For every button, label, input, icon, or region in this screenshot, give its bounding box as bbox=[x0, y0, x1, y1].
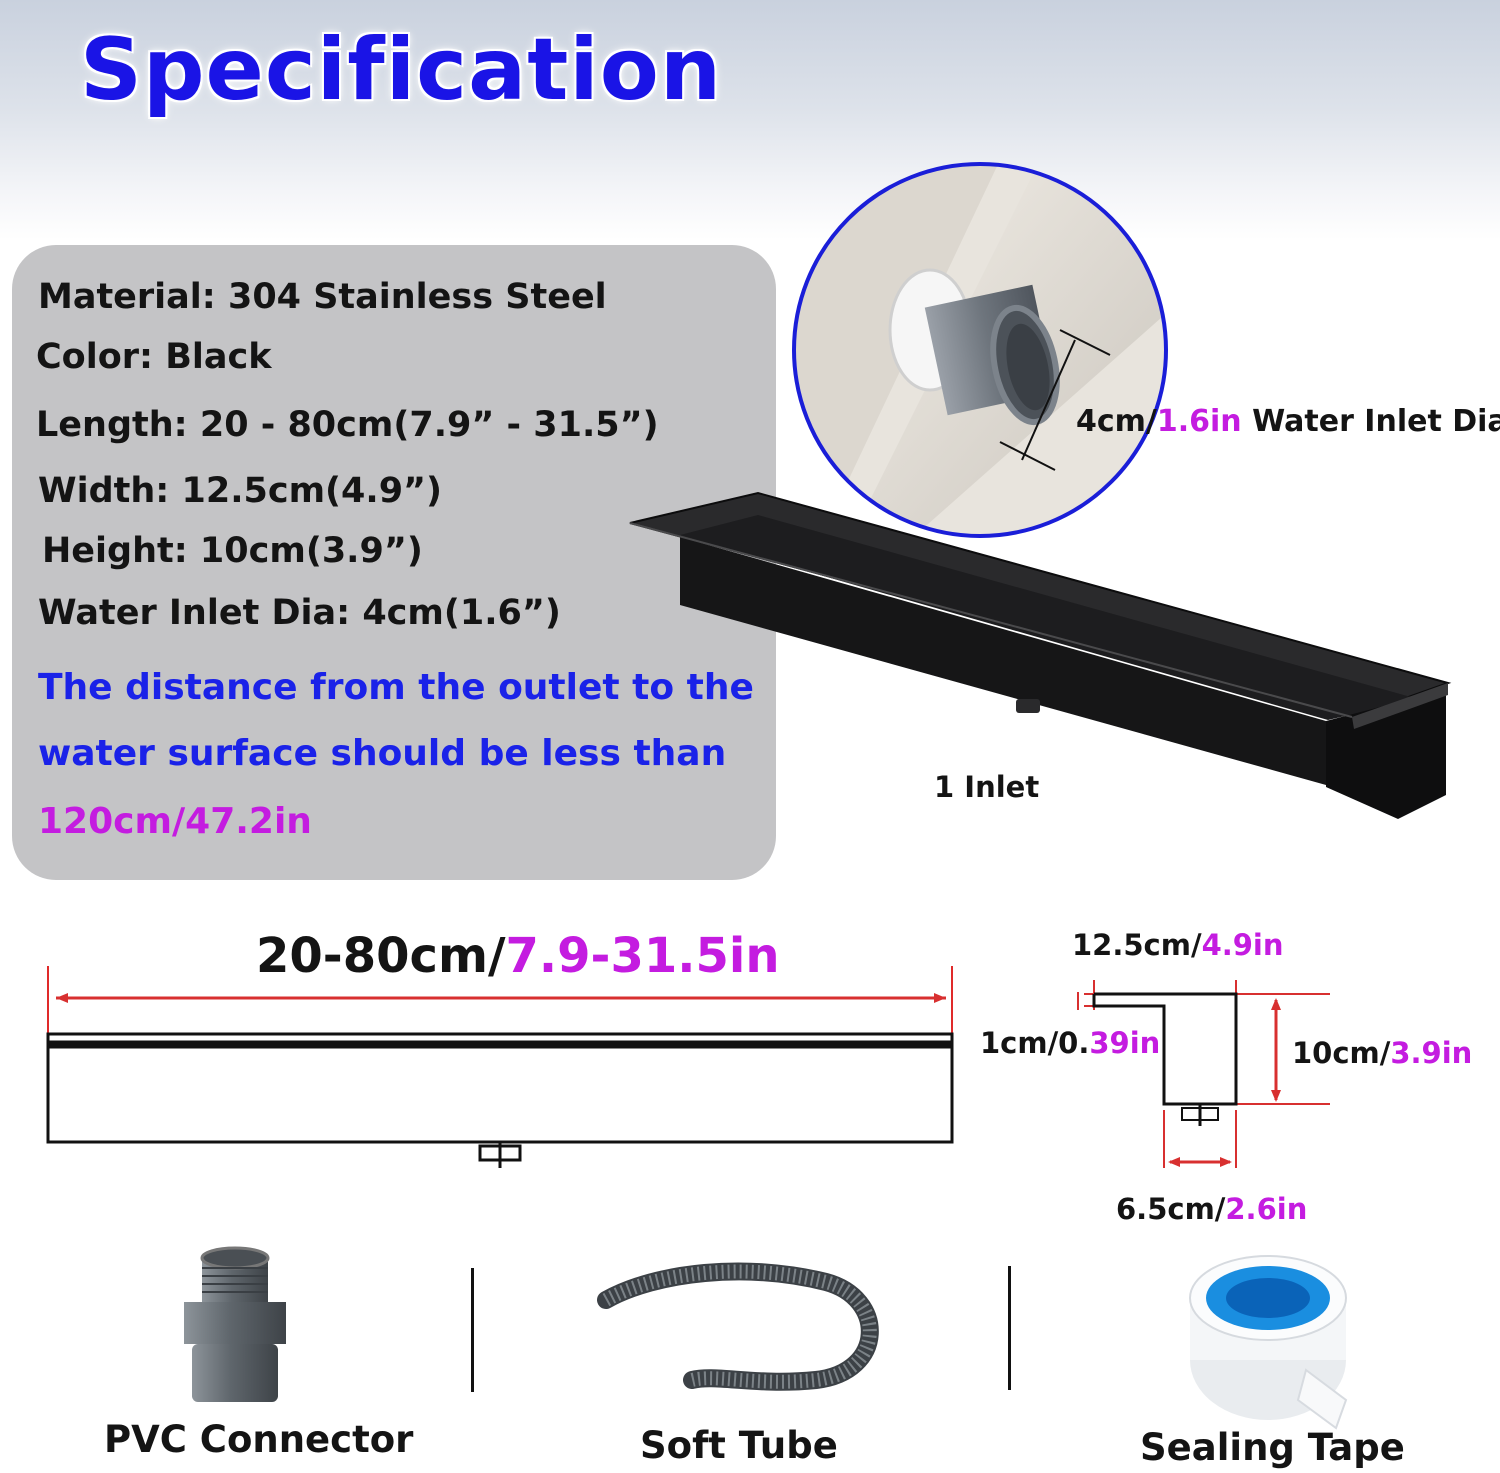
accessory-label-pvc: PVC Connector bbox=[104, 1418, 414, 1461]
height-in: 3.9in bbox=[1390, 1036, 1473, 1070]
lip-in: 39in bbox=[1089, 1026, 1161, 1060]
height-dimension-label: 10cm/3.9in bbox=[1292, 1036, 1472, 1070]
inlet-dia-label: Water Inlet Dia bbox=[1241, 404, 1500, 439]
accessory-label-tape: Sealing Tape bbox=[1140, 1426, 1405, 1469]
water-blade-product bbox=[629, 491, 1452, 819]
note-line-3: 120cm/47.2in bbox=[38, 801, 312, 842]
length-cm: 20-80cm/ bbox=[256, 928, 506, 984]
note-line-1: The distance from the outlet to the bbox=[38, 667, 754, 708]
inlet-dia-callout: 4cm/1.6in Water Inlet Dia bbox=[1076, 404, 1500, 439]
length-in: 7.9-31.5in bbox=[505, 928, 780, 984]
width-dimension-label: 12.5cm/4.9in bbox=[1072, 928, 1284, 962]
inlet-zoom-illustration bbox=[792, 162, 1168, 538]
side-profile-diagram bbox=[1077, 980, 1330, 1168]
inlet-dia-in: 1.6in bbox=[1156, 404, 1242, 439]
sealing-tape-icon bbox=[1189, 1255, 1348, 1430]
accessory-divider-2 bbox=[1008, 1266, 1011, 1390]
width-cm: 12.5cm/ bbox=[1072, 928, 1202, 962]
length-dimension-label: 20-80cm/7.9-31.5in bbox=[256, 928, 780, 984]
spec-width: Width: 12.5cm(4.9”) bbox=[38, 471, 443, 511]
soft-tube-icon bbox=[597, 1262, 879, 1391]
lip-cm: 1cm/0. bbox=[980, 1026, 1090, 1060]
accessory-label-tube: Soft Tube bbox=[640, 1424, 838, 1467]
spec-material: Material: 304 Stainless Steel bbox=[38, 277, 607, 317]
body-width-dimension-label: 6.5cm/2.6in bbox=[1116, 1192, 1307, 1226]
spec-inlet: Water Inlet Dia: 4cm(1.6”) bbox=[38, 593, 561, 633]
height-cm: 10cm/ bbox=[1292, 1036, 1391, 1070]
header-background bbox=[0, 0, 1500, 240]
inlet-dia-cm: 4cm/ bbox=[1076, 404, 1157, 439]
spec-color: Color: Black bbox=[36, 337, 272, 377]
lip-dimension-label: 1cm/0.39in bbox=[980, 1026, 1160, 1060]
body-cm: 6.5cm/ bbox=[1116, 1192, 1226, 1226]
pvc-connector-icon bbox=[184, 1246, 286, 1402]
accessory-divider-1 bbox=[471, 1268, 474, 1392]
spec-length: Length: 20 - 80cm(7.9” - 31.5”) bbox=[36, 405, 659, 445]
front-view-diagram bbox=[46, 966, 954, 1168]
spec-panel: Material: 304 Stainless Steel Color: Bla… bbox=[12, 245, 776, 880]
body-in: 2.6in bbox=[1225, 1192, 1308, 1226]
note-line-2: water surface should be less than bbox=[38, 733, 727, 774]
page-title: Specification bbox=[80, 20, 723, 120]
spec-height: Height: 10cm(3.9”) bbox=[42, 531, 423, 571]
inlet-count-label: 1 Inlet bbox=[934, 770, 1040, 804]
width-in: 4.9in bbox=[1201, 928, 1284, 962]
